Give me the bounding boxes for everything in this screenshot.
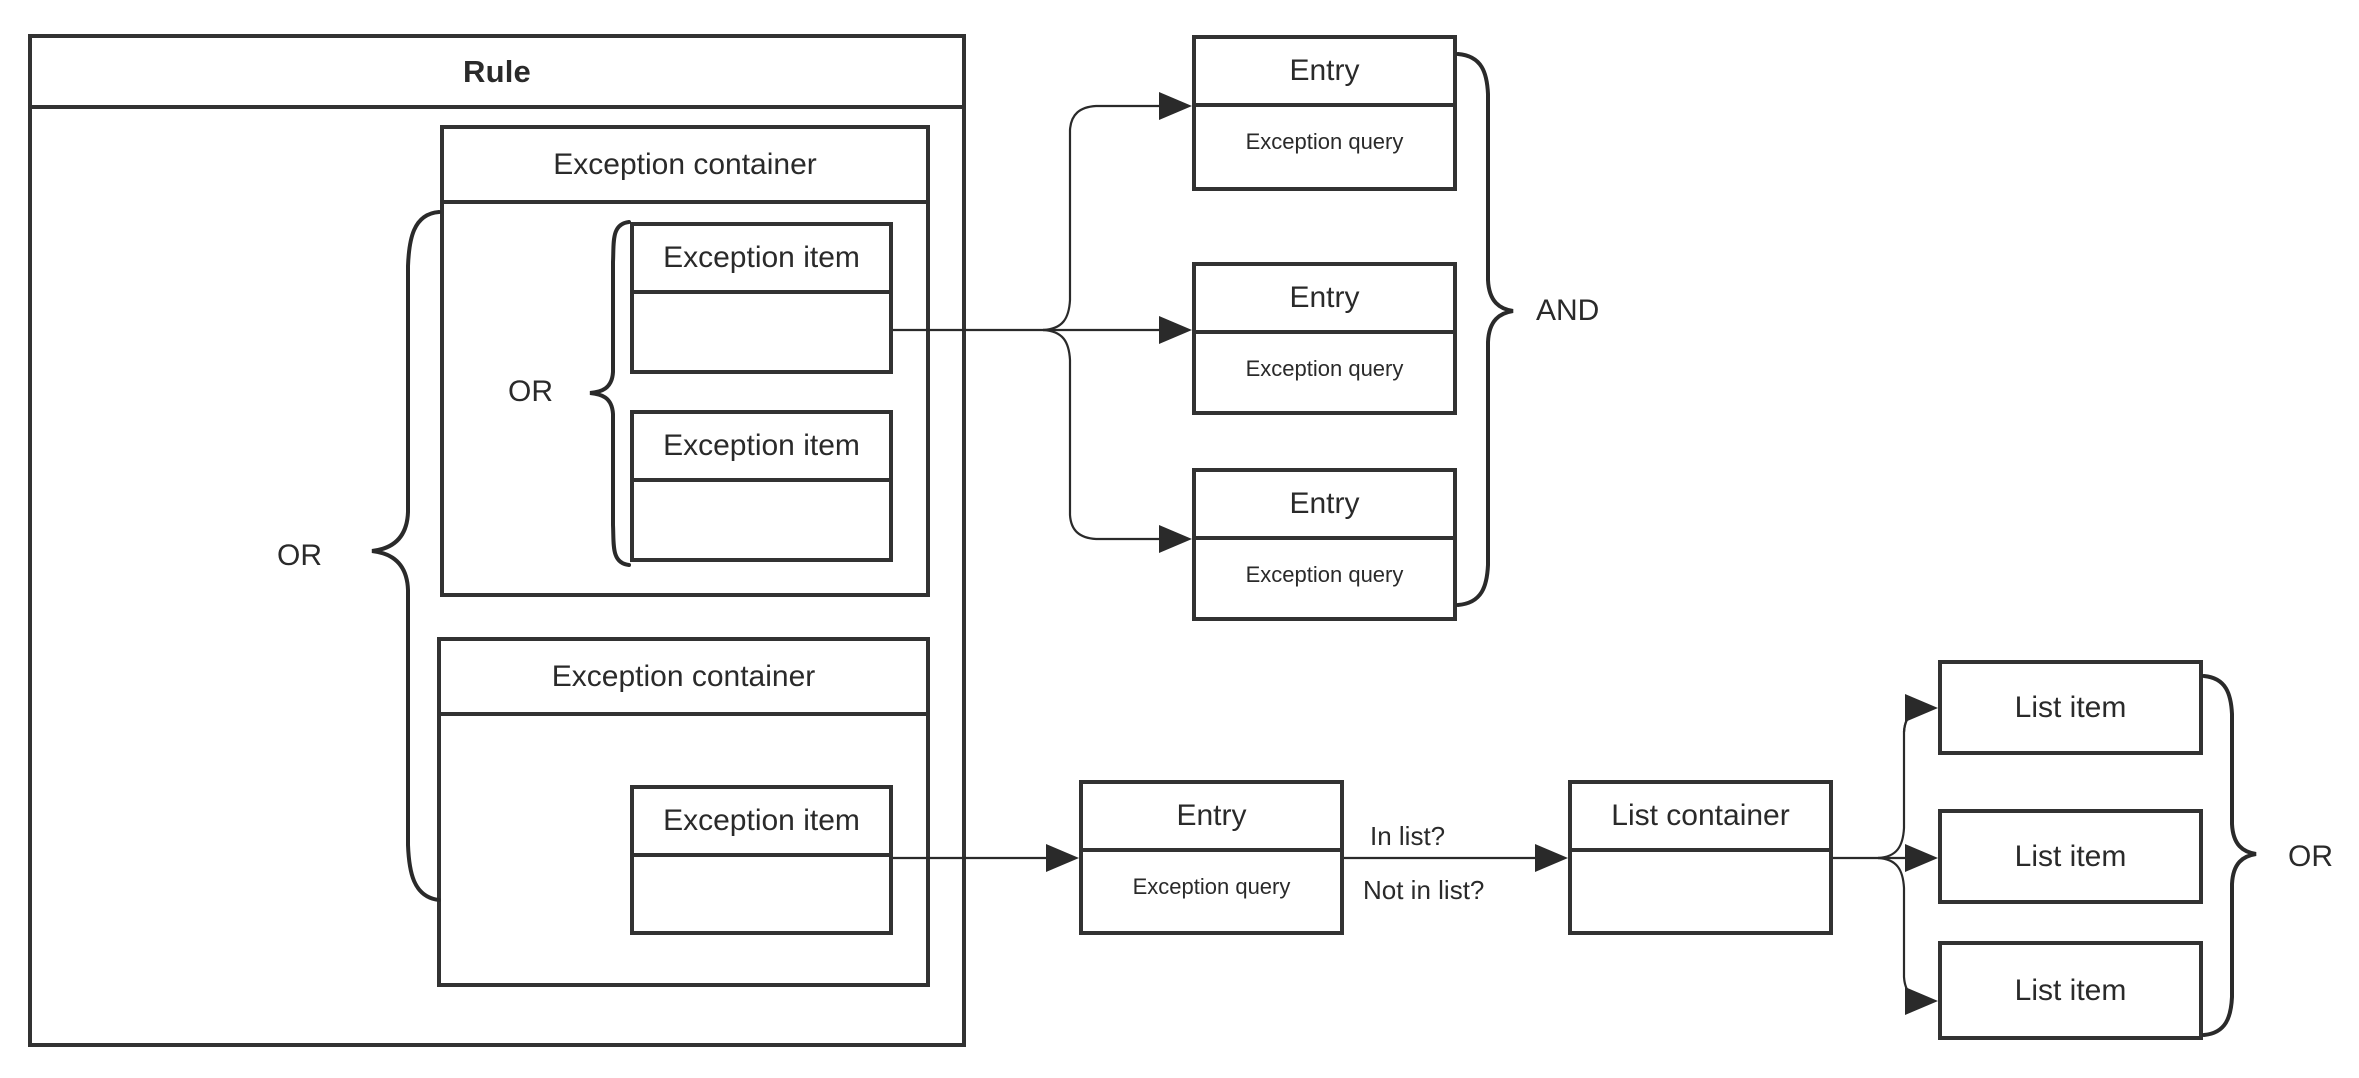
entry-bottom[interactable]: Entry Exception query: [1079, 780, 1344, 935]
arrowhead-entry-3: [1159, 525, 1192, 553]
entry-2-subtitle: Exception query: [1245, 356, 1404, 381]
connector-listcontainer-to-item1b: [1902, 707, 1930, 733]
brace-entries-and: [1456, 52, 1514, 607]
exception-item-1[interactable]: Exception item: [630, 222, 893, 374]
entry-1[interactable]: Entry Exception query: [1192, 35, 1457, 191]
edge-label-not-in-list: Not in list?: [1363, 875, 1485, 905]
exception-item-2-body: [634, 482, 889, 558]
entry-3[interactable]: Entry Exception query: [1192, 468, 1457, 621]
exception-container-1-label: Exception container: [553, 147, 817, 181]
exception-item-3-label: Exception item: [663, 804, 860, 837]
arrowhead-list-item-2: [1905, 844, 1938, 872]
list-item-2-label: List item: [2014, 839, 2127, 873]
arrowhead-list-item-3: [1905, 987, 1938, 1015]
arrowhead-entry-2: [1159, 316, 1192, 344]
or-label-containers: OR: [277, 539, 322, 572]
exception-item-1-body: [634, 294, 889, 370]
entry-2-body: Exception query: [1196, 334, 1453, 411]
rule-header: Rule: [32, 38, 962, 109]
entry-1-body: Exception query: [1196, 107, 1453, 187]
entry-2-header: Entry: [1196, 266, 1453, 334]
exception-item-2-header: Exception item: [634, 414, 889, 482]
arrowhead-entry-bottom: [1046, 844, 1079, 872]
entry-3-header: Entry: [1196, 472, 1453, 540]
or-label-list-items: OR: [2288, 840, 2333, 873]
exception-item-3-body: [634, 857, 889, 931]
list-item-3[interactable]: List item: [1938, 941, 2203, 1040]
list-item-2[interactable]: List item: [1938, 809, 2203, 904]
connector-item1-to-entry3: [1042, 328, 1162, 541]
connector-item1-to-entry1: [1042, 104, 1162, 332]
exception-container-1-header: Exception container: [444, 129, 926, 204]
arrowhead-list-container: [1535, 844, 1568, 872]
entry-bottom-subtitle: Exception query: [1132, 874, 1291, 899]
entry-bottom-body: Exception query: [1083, 852, 1340, 931]
list-item-1[interactable]: List item: [1938, 660, 2203, 755]
arrowhead-list-item-1: [1905, 694, 1938, 722]
entry-1-title: Entry: [1289, 54, 1360, 87]
entry-3-title: Entry: [1289, 487, 1360, 520]
entry-3-subtitle: Exception query: [1245, 562, 1404, 587]
or-label-items: OR: [508, 375, 553, 408]
list-item-1-label: List item: [2014, 690, 2127, 724]
exception-item-3-header: Exception item: [634, 789, 889, 857]
exception-item-1-header: Exception item: [634, 226, 889, 294]
list-container[interactable]: List container: [1568, 780, 1833, 935]
entry-3-body: Exception query: [1196, 540, 1453, 617]
list-container-body: [1572, 852, 1829, 931]
rule-title: Rule: [463, 54, 531, 89]
brace-list-items-or: [2202, 674, 2257, 1037]
connector-listcontainer-to-item1: [1877, 706, 1930, 860]
list-item-3-label: List item: [2014, 973, 2127, 1007]
list-container-header: List container: [1572, 784, 1829, 852]
entry-2[interactable]: Entry Exception query: [1192, 262, 1457, 415]
entry-bottom-header: Entry: [1083, 784, 1340, 852]
entry-bottom-title: Entry: [1176, 799, 1247, 832]
connector-listcontainer-to-item3: [1877, 856, 1930, 1003]
and-label-entries: AND: [1536, 294, 1600, 327]
exception-container-2-header: Exception container: [441, 641, 926, 716]
arrowhead-entry-1: [1159, 92, 1192, 120]
edge-label-in-list: In list?: [1370, 821, 1446, 851]
entry-1-header: Entry: [1196, 39, 1453, 107]
list-container-label: List container: [1611, 799, 1790, 832]
exception-item-1-label: Exception item: [663, 241, 860, 274]
exception-item-2-label: Exception item: [663, 429, 860, 462]
exception-item-2[interactable]: Exception item: [630, 410, 893, 562]
exception-item-3[interactable]: Exception item: [630, 785, 893, 935]
exception-container-2-label: Exception container: [551, 659, 816, 693]
entry-2-title: Entry: [1289, 281, 1360, 314]
entry-1-subtitle: Exception query: [1245, 129, 1404, 154]
